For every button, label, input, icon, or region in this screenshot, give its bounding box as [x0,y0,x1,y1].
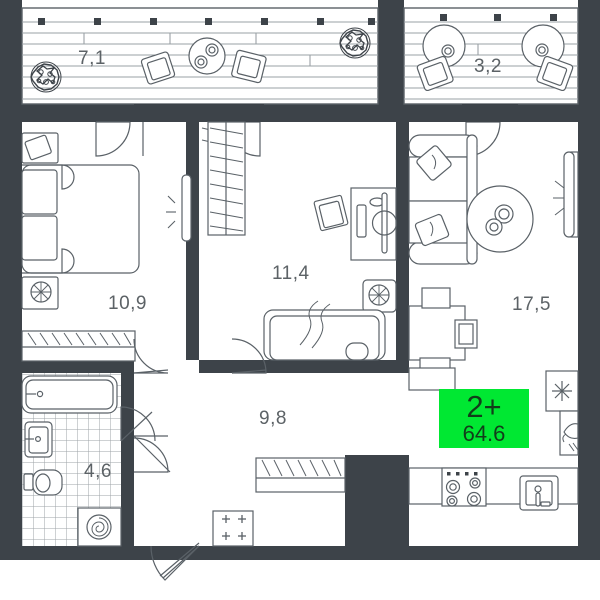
living-room-furniture [408,134,579,377]
double-bed [21,164,140,274]
wardrobe-rail [207,121,246,236]
bathroom-door [120,406,156,442]
kitchen-counter [408,367,456,391]
area-label-room-middle: 11,4 [272,263,310,284]
sink [519,475,559,511]
middle-room-furniture [207,121,398,374]
balcony-doors [95,104,518,157]
desk-chair [313,194,349,232]
cushion [416,145,452,181]
area-label-balcony-right: 3,2 [474,56,502,77]
kitchen [408,367,579,511]
refrigerator-snowflake [545,370,579,412]
desk [350,187,398,261]
nightstand [21,132,59,164]
pillow [21,215,58,261]
armchair [231,49,267,84]
balcony-rail-posts [38,18,375,25]
snowflake-icon [552,381,572,401]
area-label-bathroom: 4,6 [84,461,112,482]
area-label-hall: 9,8 [259,408,287,429]
bathtub [21,375,118,414]
badge-total-area: 64.6 [462,421,506,446]
middle-room-door [231,338,267,374]
cushion [414,213,450,247]
sofa-bed [263,300,386,361]
cushion [345,342,369,361]
spiral-icon [91,517,109,537]
utility-niche [212,510,254,547]
armchair [536,55,574,92]
round-coffee-table [466,185,534,253]
washing-machine [77,507,122,547]
closet-rail [255,457,346,493]
balcony-rail-posts [440,14,557,21]
wardrobe-rail [21,330,136,362]
wall-lamp [166,174,192,242]
washbasin [24,421,53,458]
bedroom-furniture [21,132,192,374]
niche-cross-icon [222,515,246,540]
armchair [140,51,176,85]
bedroom-door [133,338,169,374]
entry-door [150,542,200,581]
balcony-right [403,7,579,105]
dining-chair [421,287,451,309]
pillow [21,169,58,215]
badge-room-count: 2+ [466,389,502,424]
cooktop-four-burner [441,467,487,507]
area-label-living-room: 17,5 [512,294,551,315]
hall-opening-left [133,435,171,473]
side-table-fan [362,279,397,313]
bathroom [21,373,156,547]
tv-panel [553,151,579,238]
area-label-balcony-left: 7,1 [78,48,106,69]
range-hood [559,410,579,456]
apartment-summary-badge: 2+ 64.6 [439,389,529,448]
nightstand-fan [21,276,59,310]
round-table [521,24,565,68]
area-label-bedroom: 10,9 [108,293,147,314]
toilet [23,469,63,496]
hall [133,435,346,581]
round-table [188,37,226,75]
armchair [416,55,454,92]
round-table [422,24,466,68]
balcony-left [21,7,379,105]
